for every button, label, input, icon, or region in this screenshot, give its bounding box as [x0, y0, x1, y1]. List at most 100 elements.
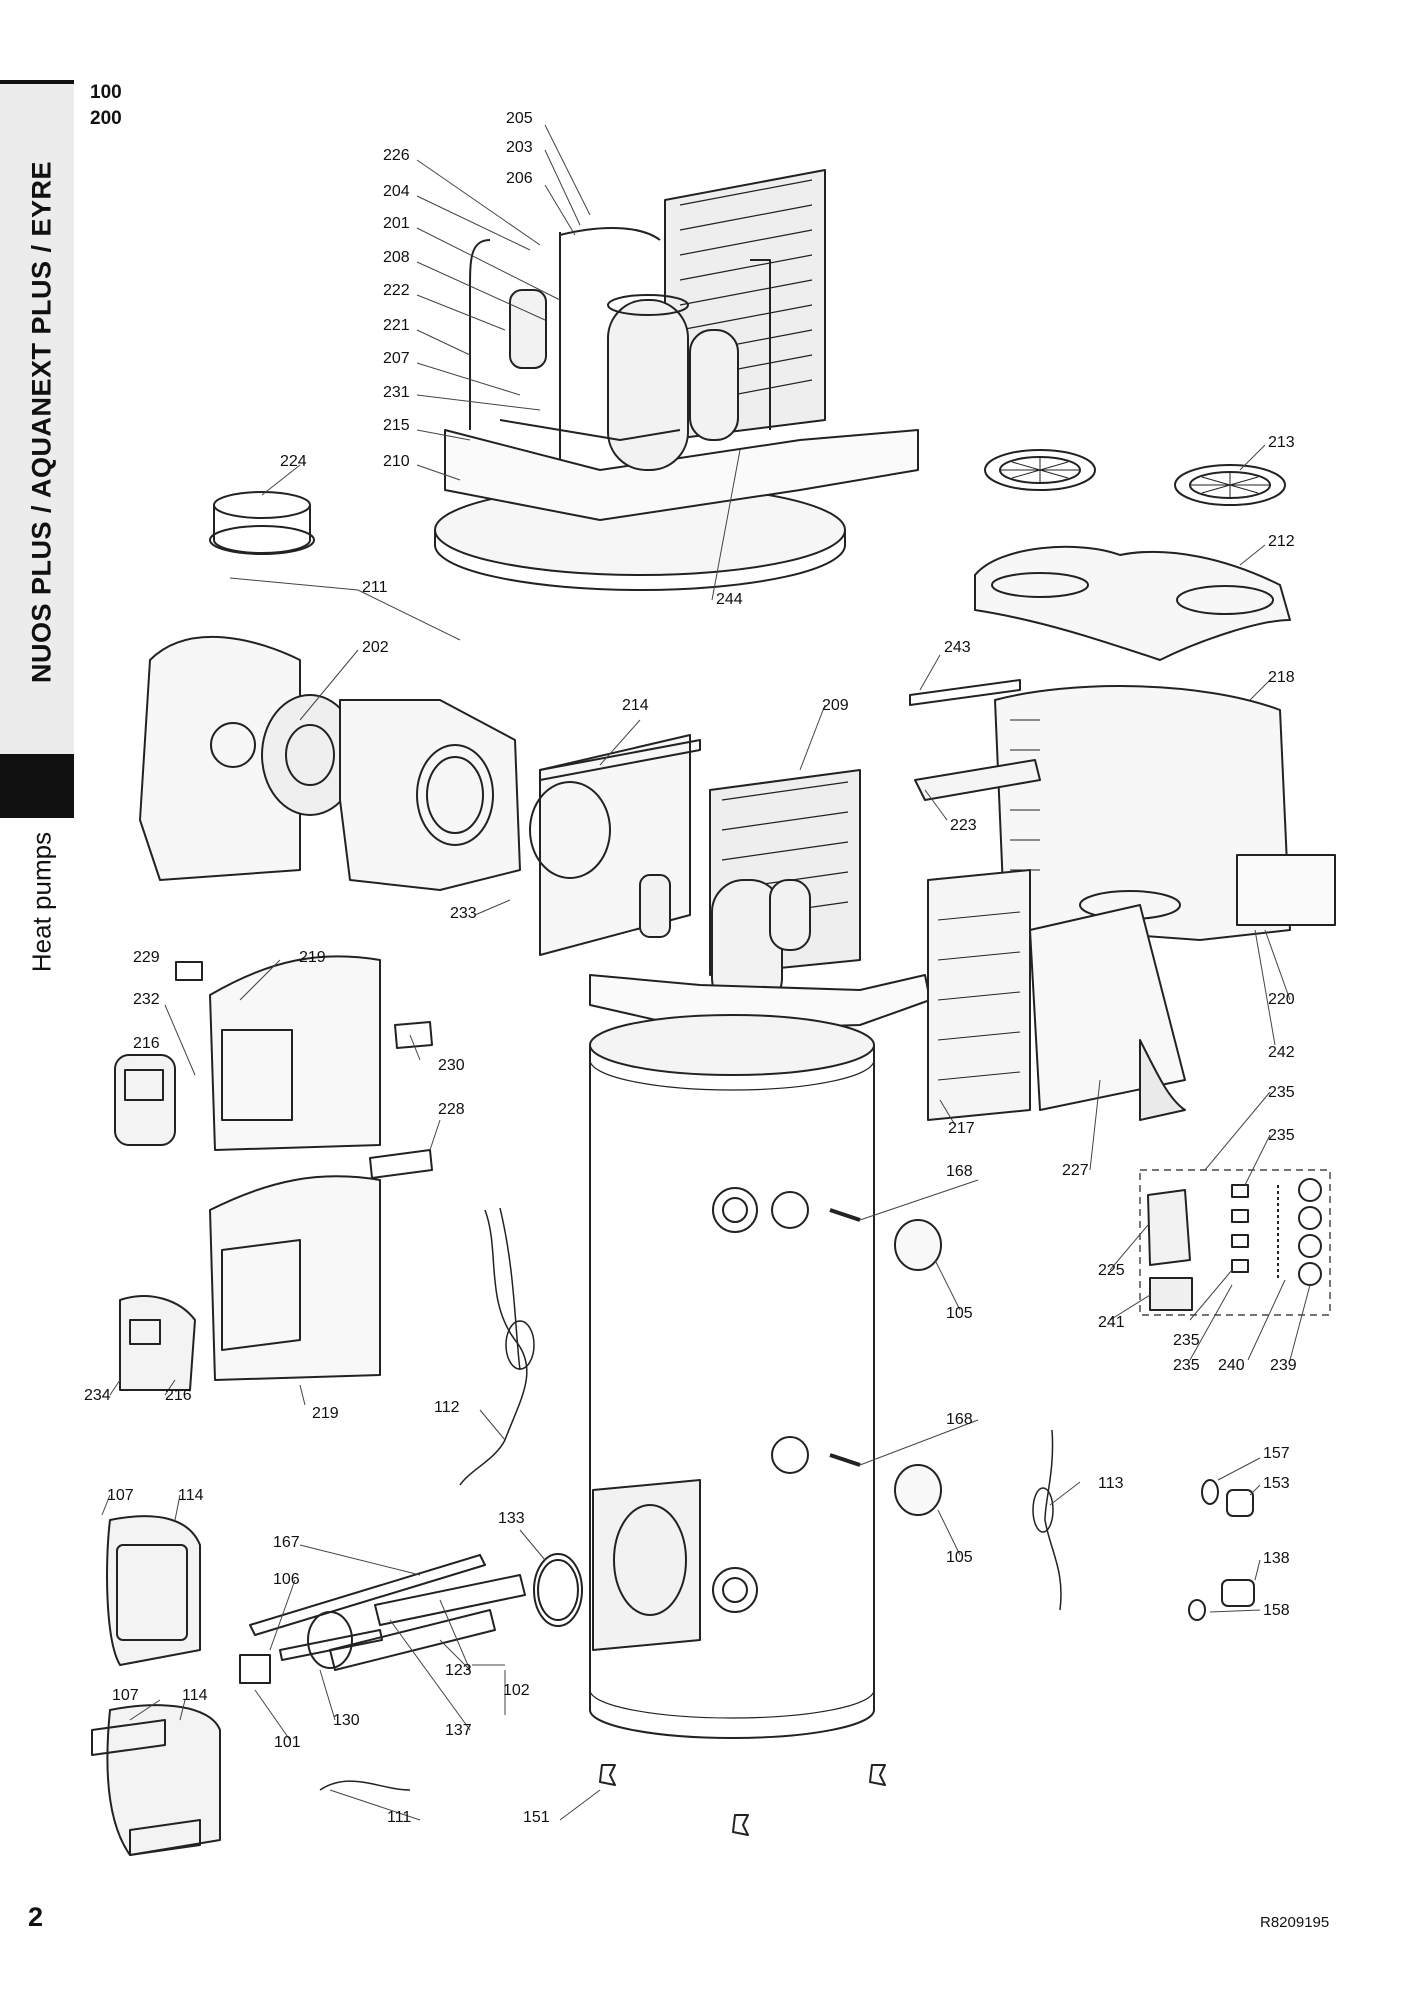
callout-number: 101: [274, 1734, 301, 1751]
callout-number: 202: [362, 639, 389, 656]
callout-number: 219: [299, 949, 326, 966]
callout-number: 211: [362, 579, 388, 596]
callout-number: 225: [1098, 1262, 1125, 1279]
callout-number: 111: [387, 1809, 411, 1826]
callout-number: 235: [1173, 1332, 1200, 1349]
heat-pump-assembly-top: [434, 169, 919, 591]
callout-number: 232: [133, 991, 160, 1008]
callout-number: 242: [1268, 1044, 1295, 1061]
callout-number: 240: [1218, 1357, 1245, 1374]
callout-numbers: 205 203 226 206 204 201 208 222 221 207 …: [84, 110, 1297, 1826]
callout-number: 228: [438, 1101, 465, 1118]
callout-number: 112: [434, 1399, 460, 1416]
callout-number: 153: [1263, 1475, 1290, 1492]
callout-number: 220: [1268, 991, 1295, 1008]
callout-number: 229: [133, 949, 160, 966]
callout-number: 158: [1263, 1602, 1290, 1619]
callout-number: 205: [506, 110, 533, 127]
callout-number: 230: [438, 1057, 465, 1074]
callout-number: 208: [383, 249, 410, 266]
callout-number: 206: [506, 170, 533, 187]
callout-number: 113: [1098, 1475, 1124, 1492]
callout-number: 107: [107, 1487, 134, 1504]
callout-number: 201: [383, 215, 410, 232]
callout-number: 157: [1263, 1445, 1290, 1462]
front-panel: [927, 869, 1031, 1121]
callout-number: 203: [506, 139, 533, 156]
document-code: R8209195: [1260, 1914, 1330, 1931]
rear-casing: [994, 685, 1336, 941]
page-number: 2: [28, 1902, 44, 1932]
callout-number: 168: [946, 1163, 973, 1180]
callout-number: 241: [1098, 1314, 1125, 1331]
water-tank: [589, 1014, 875, 1739]
electronics-kit: [1139, 1169, 1331, 1316]
callout-number: 231: [383, 384, 410, 401]
callout-number: 207: [383, 350, 410, 367]
callout-number: 239: [1270, 1357, 1297, 1374]
callout-number: 204: [383, 183, 410, 200]
tank-feet: [599, 1764, 886, 1836]
callout-number: 123: [445, 1662, 472, 1679]
callout-number: 210: [383, 453, 410, 470]
callout-number: 168: [946, 1411, 973, 1428]
callout-number: 214: [622, 697, 649, 714]
callout-number: 138: [1263, 1550, 1290, 1567]
callout-number: 244: [716, 591, 743, 608]
sidebar-rule: [0, 80, 74, 84]
sidebar-band: [0, 84, 74, 754]
callout-number: 233: [450, 905, 477, 922]
wiring-harness: [319, 1207, 1062, 1791]
callout-number: 221: [383, 317, 410, 334]
callout-number: 102: [503, 1682, 530, 1699]
callout-number: 114: [182, 1687, 208, 1704]
callout-number: 235: [1173, 1357, 1200, 1374]
callout-number: 216: [133, 1035, 160, 1052]
gasket-ring: [533, 1553, 583, 1627]
heating-element: [239, 1554, 526, 1684]
callout-number: 235: [1268, 1084, 1295, 1101]
callout-number: 234: [84, 1387, 111, 1404]
callout-number: 105: [946, 1305, 973, 1322]
pipe-fittings: [1188, 1479, 1255, 1621]
leader-lines: [101, 124, 1311, 1821]
side-covers: [91, 1515, 221, 1856]
callout-number: 107: [112, 1687, 139, 1704]
air-grilles: [984, 449, 1286, 506]
callout-number: 212: [1268, 533, 1295, 550]
callout-number: 224: [280, 453, 307, 470]
heat-pump-assembly-middle: [529, 734, 931, 1031]
callout-number: 215: [383, 417, 410, 434]
callout-number: 235: [1268, 1127, 1295, 1144]
callout-number: 223: [950, 817, 977, 834]
callout-number: 106: [273, 1571, 300, 1588]
fan-duct-assembly: [139, 635, 521, 891]
callout-number: 213: [1268, 434, 1295, 451]
callout-number: 105: [946, 1549, 973, 1566]
callout-number: 222: [383, 282, 410, 299]
control-displays: [114, 1054, 196, 1391]
flange-caps: [894, 1219, 942, 1516]
callout-number: 167: [273, 1534, 300, 1551]
callout-number: 218: [1268, 669, 1295, 686]
labels-stickers: [175, 961, 433, 1179]
control-housings: [209, 955, 381, 1381]
callout-number: 217: [948, 1120, 975, 1137]
model-number: 100: [90, 82, 122, 103]
model-number: 200: [90, 108, 122, 129]
callout-number: 114: [178, 1487, 204, 1504]
callout-number: 137: [445, 1722, 472, 1739]
air-spigot: [209, 491, 315, 555]
callout-number: 130: [333, 1712, 360, 1729]
callout-number: 216: [165, 1387, 192, 1404]
internal-duct: [1029, 890, 1186, 1121]
callout-number: 209: [822, 697, 849, 714]
callout-number: 227: [1062, 1162, 1089, 1179]
callout-number: 219: [312, 1405, 339, 1422]
callout-number: 133: [498, 1510, 525, 1527]
callout-number: 151: [523, 1809, 550, 1826]
callout-number: 243: [944, 639, 971, 656]
upper-brackets: [539, 679, 1041, 801]
top-cover: [974, 545, 1291, 661]
